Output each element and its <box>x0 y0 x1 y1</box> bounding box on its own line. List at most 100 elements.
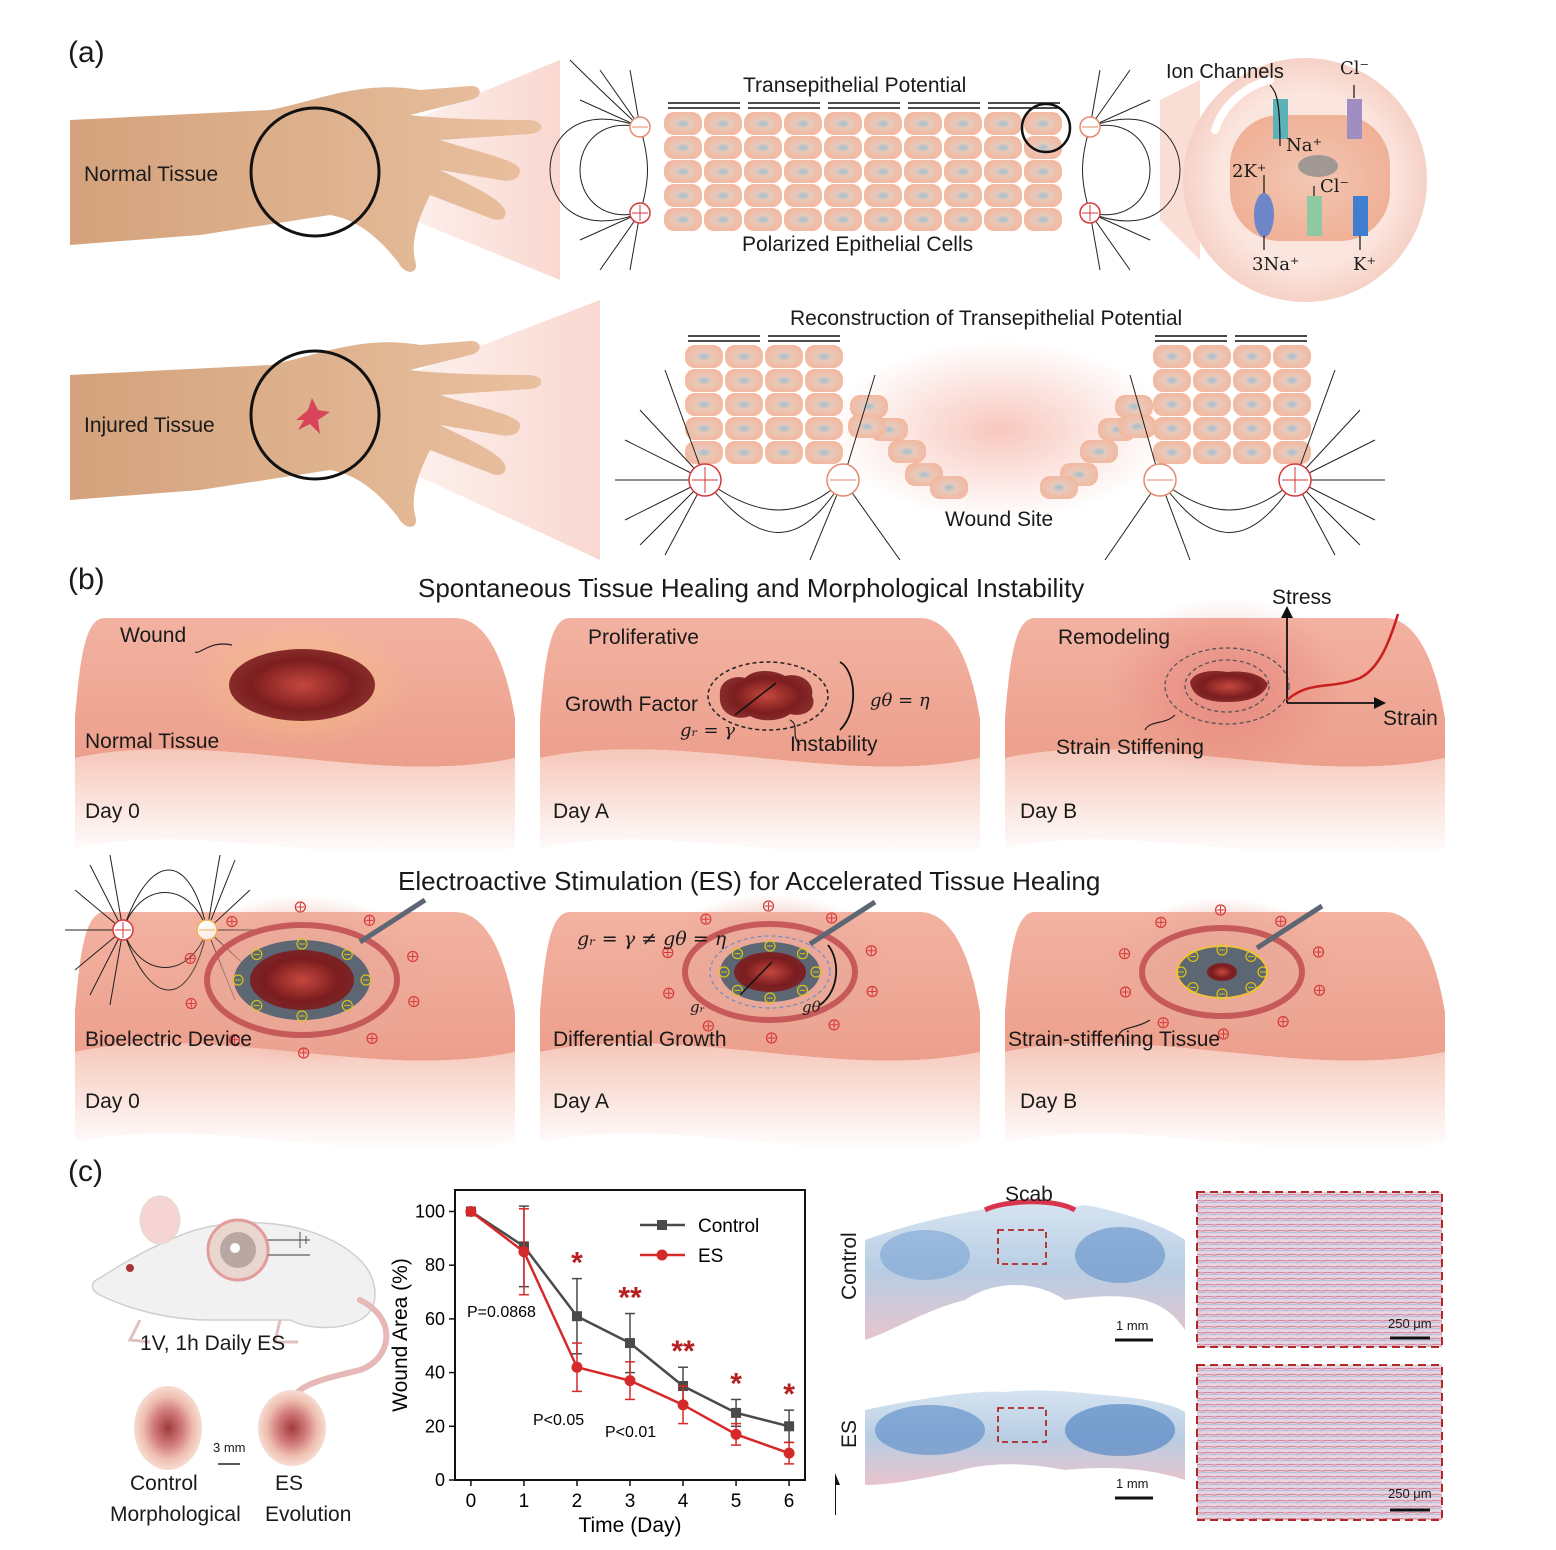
instability-boundary <box>707 661 829 731</box>
bioelectric-device-label: Bioelectric Device <box>85 1028 252 1051</box>
healed-ring <box>1176 945 1268 999</box>
migrating-cell <box>1080 440 1118 463</box>
epithelial-cell <box>704 160 742 183</box>
wound-site-label: Wound Site <box>945 508 1054 531</box>
positive-charge-marker <box>1275 915 1287 927</box>
epithelial-cell <box>664 112 702 135</box>
epithelial-cell <box>944 136 982 159</box>
wound-under-device <box>1207 963 1237 981</box>
epithelial-cell <box>904 112 942 135</box>
remodeling-label: Remodeling <box>1058 626 1171 649</box>
x-tick-label: 1 <box>519 1491 530 1512</box>
control-wound-label: Control <box>130 1472 198 1495</box>
cl-ion-top: Cl⁻ <box>1340 58 1370 79</box>
positive-charge-marker <box>366 1032 378 1045</box>
data-point-es <box>518 1246 530 1258</box>
negative-charge-marker <box>296 1010 308 1022</box>
panel-b-illustration <box>65 600 1445 1151</box>
migrating-cell <box>1115 395 1153 418</box>
negative-charge-marker <box>341 999 353 1012</box>
day0-label-bottom: Day 0 <box>85 1090 140 1113</box>
scab-label: Scab <box>1005 1183 1053 1206</box>
epithelial-cell <box>805 369 843 392</box>
es-wound-photo <box>258 1390 326 1466</box>
data-point-es <box>571 1361 583 1373</box>
negative-charge-marker <box>341 948 353 961</box>
epithelial-cell <box>944 184 982 207</box>
scale-1mm-es: 1 mm <box>1116 1476 1149 1491</box>
epithelial-cell <box>784 160 822 183</box>
positive-charge-marker <box>1277 1016 1289 1028</box>
wound-dayA <box>719 671 814 721</box>
epithelial-cell <box>664 136 702 159</box>
day0-label-top: Day 0 <box>85 800 140 823</box>
epithelial-cell <box>824 136 862 159</box>
normal-tissue-circle <box>249 106 381 238</box>
legend-marker <box>657 1220 667 1230</box>
instability-label: Instability <box>790 733 878 756</box>
dayA-label-bottom: Day A <box>553 1090 610 1113</box>
tissue-side <box>75 1043 515 1151</box>
epithelial-cell <box>944 112 982 135</box>
tissue-side <box>1005 749 1445 857</box>
y-tick-label: 40 <box>425 1363 445 1383</box>
epithelial-cell <box>1024 136 1062 159</box>
epithelial-cell <box>1024 184 1062 207</box>
data-point-control <box>784 1421 795 1432</box>
data-point-es <box>730 1428 742 1440</box>
morphological-label: Morphological <box>110 1503 241 1526</box>
control-row-label: Control <box>838 1232 861 1300</box>
epithelial-cell-grid-wound <box>685 345 1311 499</box>
scale-250um-es: 250 μm <box>1388 1486 1432 1501</box>
epithelial-cell <box>1193 417 1231 440</box>
epithelial-cell <box>765 417 803 440</box>
circumferential-growth-arrow <box>819 944 838 1006</box>
epithelial-cell <box>784 208 822 231</box>
epithelial-cell <box>744 160 782 183</box>
migrating-cell <box>930 476 968 499</box>
legend-marker <box>656 1249 668 1261</box>
epithelial-cell <box>725 369 763 392</box>
epithelial-cell <box>664 160 702 183</box>
epithelial-cell <box>765 441 803 464</box>
positive-charge-marker <box>226 915 238 928</box>
legend-label: Control <box>698 1216 759 1237</box>
growth-boundary <box>709 935 831 1009</box>
positive-charge-marker <box>185 997 197 1010</box>
positive-charge-marker <box>828 1019 840 1031</box>
epithelial-cell <box>1024 112 1062 135</box>
negative-charge-marker <box>731 984 744 996</box>
negative-charge-marker <box>796 948 809 960</box>
growth-factor-label: Growth Factor <box>565 693 699 716</box>
negative-charge-marker <box>296 938 308 950</box>
epithelial-cell <box>744 112 782 135</box>
proliferative-label: Proliferative <box>588 626 699 649</box>
device-outer-ring <box>1139 925 1305 1019</box>
epithelial-cell <box>1193 393 1231 416</box>
gtheta-eta-label: gθ = η <box>870 690 930 711</box>
charge-markers-bottom <box>688 463 1312 497</box>
epithelial-cell <box>664 184 702 207</box>
epithelial-cell <box>984 160 1022 183</box>
na-ion: Na⁺ <box>1286 135 1322 156</box>
wound-under-device <box>734 952 806 992</box>
negative-charge-marker <box>718 966 730 978</box>
strain-stiffening-label: Strain Stiffening <box>1056 736 1204 759</box>
x-tick-label: 0 <box>466 1491 477 1512</box>
cl-ion-mid: Cl⁻ <box>1320 176 1350 197</box>
epithelial-cell <box>1193 441 1231 464</box>
es-wound-label: ES <box>275 1472 304 1495</box>
negative-charge-marker <box>764 940 776 952</box>
epithelial-cell <box>1273 441 1311 464</box>
data-point-control <box>571 1311 582 1322</box>
epithelial-cell <box>1024 208 1062 231</box>
epithelial-cell <box>864 208 902 231</box>
epithelial-cell <box>1153 345 1191 368</box>
epithelial-cell <box>805 417 843 440</box>
epithelial-cell <box>1233 369 1271 392</box>
positive-charge-marker <box>762 900 775 912</box>
injury-mark <box>296 398 330 434</box>
positive-charge-marker <box>1312 946 1325 958</box>
epithelial-cell <box>984 184 1022 207</box>
